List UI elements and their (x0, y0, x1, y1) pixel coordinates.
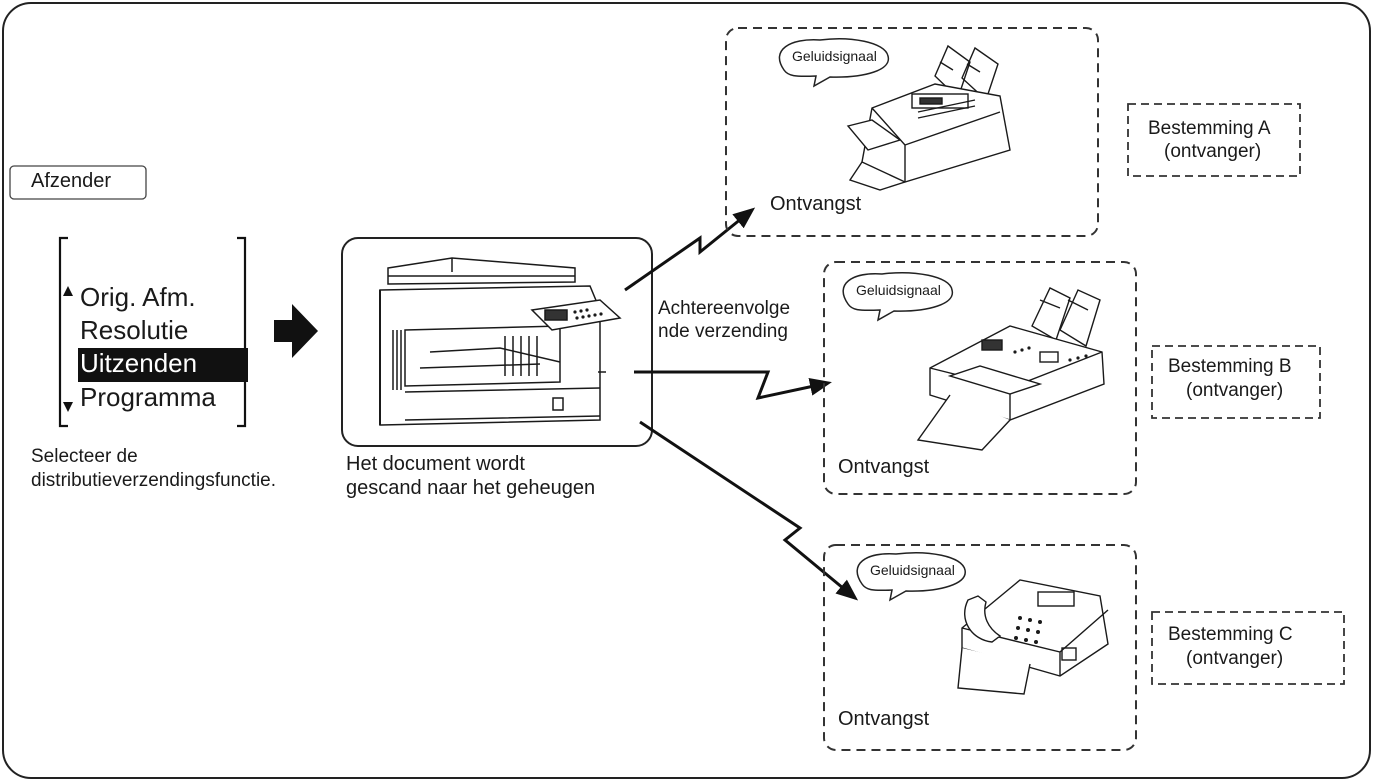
speech-bubble-b-icon (842, 272, 953, 322)
multifunction-copier-icon (379, 257, 622, 426)
destination-c-box (1151, 611, 1345, 685)
reception-label-a: Ontvangst (770, 193, 862, 215)
reception-label-c: Ontvangst (838, 708, 930, 730)
beep-label-a: Geluidsignaal (792, 48, 877, 64)
destination-b-box (1151, 345, 1321, 419)
copier-box (341, 237, 653, 447)
sender-label: Afzender (31, 170, 112, 192)
lcd-menu-item-label: Resolutie (80, 315, 189, 345)
transmission-arrow-c-icon (639, 420, 859, 601)
destination-b-line-1: Bestemming B (1168, 356, 1292, 377)
sequential-label-line-2: nde verzending (658, 321, 788, 342)
destination-c-line-1: Bestemming C (1168, 624, 1293, 645)
lcd-panel-frame (58, 236, 247, 428)
fax-machine-a-icon (846, 44, 1011, 191)
instruction-line-1: Selecteer de (31, 446, 138, 467)
destination-c-line-2: (ontvanger) (1186, 648, 1284, 669)
scan-caption-line-1: Het document wordt (346, 453, 525, 475)
scan-caption-line-2: gescand naar het geheugen (346, 477, 596, 499)
lcd-menu-item-uitzenden-selected[interactable]: Uitzenden (78, 348, 248, 382)
fax-machine-b-icon (916, 287, 1105, 451)
scroll-down-icon (63, 402, 73, 412)
sender-label-box (9, 165, 147, 200)
receiver-b-box (823, 261, 1137, 495)
lcd-menu-item-programma[interactable]: Programma (80, 382, 216, 416)
lcd-menu-item-label: Orig. Afm. (80, 282, 196, 312)
transmission-arrow-a-icon (624, 207, 756, 292)
lcd-menu-item-label: Uitzenden (80, 348, 198, 378)
receiver-c-box (823, 544, 1137, 751)
receiver-a-box (725, 27, 1099, 237)
beep-label-c: Geluidsignaal (870, 562, 955, 578)
transmission-arrow-b-icon (634, 370, 832, 401)
beep-label-b: Geluidsignaal (856, 282, 941, 298)
next-step-arrow-icon (274, 304, 318, 358)
fax-phone-c-icon (957, 579, 1109, 695)
destination-b-line-2: (ontvanger) (1186, 380, 1284, 401)
lcd-menu-item-resolutie[interactable]: Resolutie (80, 315, 188, 349)
destination-a-line-1: Bestemming A (1148, 118, 1271, 139)
lcd-menu-item-label: Programma (80, 382, 216, 412)
instruction-line-2: distributieverzendingsfunctie. (31, 470, 277, 491)
speech-bubble-c-icon (856, 552, 966, 602)
scroll-up-icon (63, 286, 73, 296)
destination-a-box (1127, 103, 1301, 177)
lcd-menu-item-orig-afm[interactable]: Orig. Afm. (80, 282, 196, 316)
sequential-label-line-1: Achtereenvolge (658, 298, 791, 319)
destination-a-line-2: (ontvanger) (1164, 141, 1262, 162)
reception-label-b: Ontvangst (838, 456, 930, 478)
speech-bubble-a-icon (778, 38, 889, 88)
